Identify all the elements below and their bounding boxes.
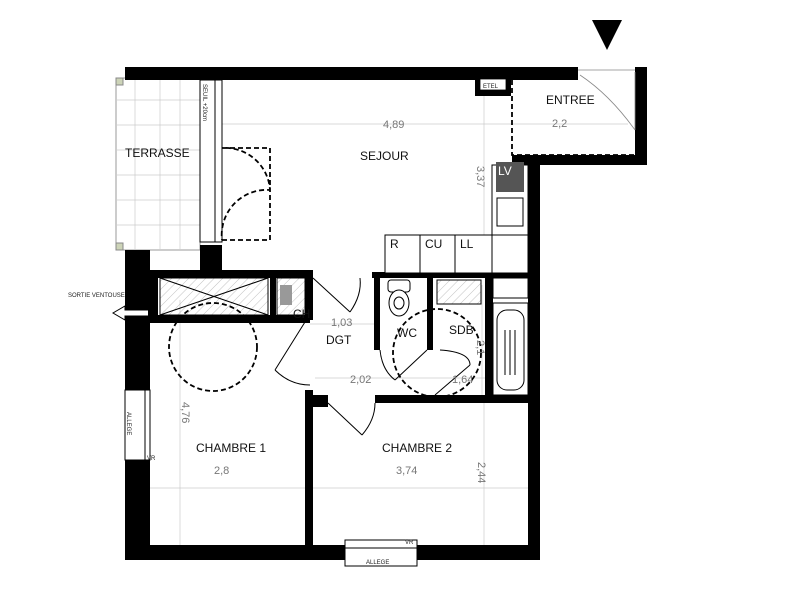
dim-sejour-depth: 3,37 bbox=[474, 166, 486, 187]
dim-entree-width: 2,2 bbox=[552, 118, 567, 130]
toilet-icon bbox=[387, 279, 411, 317]
lv-label: LV bbox=[498, 164, 512, 178]
terrace-door[interactable] bbox=[199, 79, 271, 243]
room-label-dgt: DGT bbox=[326, 333, 352, 347]
doors[interactable] bbox=[274, 277, 471, 436]
entree-boundary bbox=[511, 80, 635, 156]
cooktop-label: CU bbox=[425, 237, 442, 251]
boiler-icon bbox=[280, 285, 292, 305]
seuil-label: SEUIL +20cm bbox=[201, 84, 207, 121]
window-left[interactable] bbox=[124, 389, 151, 461]
dim-sdb-depth: 2,1 bbox=[474, 340, 486, 355]
fridge-label: R bbox=[390, 237, 399, 251]
room-label-entree: ENTREE bbox=[546, 93, 595, 107]
room-label-sdb: SDB bbox=[449, 323, 474, 337]
window-bottom[interactable] bbox=[344, 539, 418, 567]
boiler-label: CH bbox=[293, 307, 310, 321]
room-label-chambre1: CHAMBRE 1 bbox=[196, 441, 266, 455]
vr-left-label: VR bbox=[147, 456, 156, 462]
room-label-chambre2: CHAMBRE 2 bbox=[382, 441, 452, 455]
entry-door[interactable] bbox=[578, 69, 636, 131]
allege-left-label: ALLEGE bbox=[125, 412, 131, 435]
bathtub-icon bbox=[492, 277, 529, 396]
dim-dgt-width: 2,02 bbox=[350, 374, 371, 386]
dim-sdb-width: 1,64 bbox=[452, 374, 473, 386]
room-label-terrasse: TERRASSE bbox=[125, 146, 190, 160]
entrance-arrow-icon bbox=[592, 20, 622, 50]
washbasin-icon bbox=[436, 279, 482, 305]
dim-chambre1-depth: 4,76 bbox=[179, 402, 191, 423]
etel-label: ETEL bbox=[483, 84, 499, 90]
terrasse-area bbox=[115, 77, 201, 251]
dimension-lines bbox=[150, 85, 628, 545]
dim-chambre1-width: 2,8 bbox=[214, 465, 229, 477]
vr-bottom-label: VR bbox=[405, 540, 414, 546]
dim-chambre2-depth: 2,44 bbox=[475, 462, 487, 483]
turning-circle bbox=[392, 308, 482, 398]
dim-dgt-top: 1,03 bbox=[331, 317, 352, 329]
room-label-wc: WC bbox=[397, 326, 417, 340]
dishwasher-label: LL bbox=[460, 237, 474, 251]
turning-circle bbox=[168, 302, 258, 392]
room-label-sejour: SEJOUR bbox=[360, 149, 409, 163]
kitchen bbox=[384, 162, 529, 274]
sortie-ventouse-label: SORTIE VENTOUSE bbox=[68, 293, 125, 299]
ventouse-arrow-icon bbox=[112, 305, 148, 321]
dim-sejour-width: 4,89 bbox=[383, 119, 404, 131]
dim-chambre2-width: 3,74 bbox=[396, 465, 417, 477]
allege-bottom-label: ALLEGE bbox=[366, 560, 389, 566]
